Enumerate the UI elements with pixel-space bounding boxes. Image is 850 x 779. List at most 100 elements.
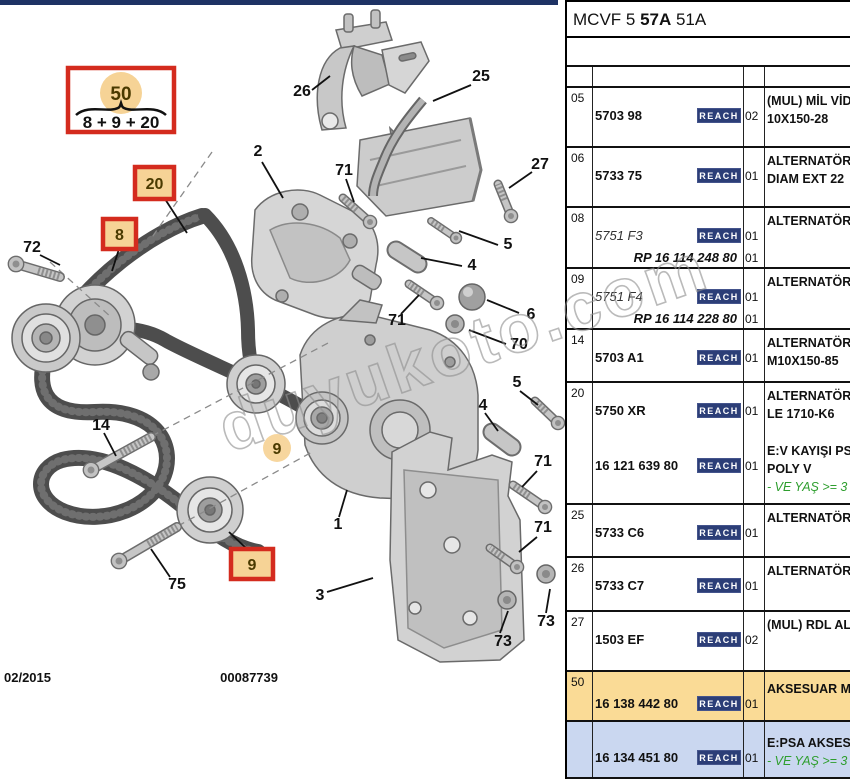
part-callout-27[interactable]: 27 <box>508 156 549 189</box>
part-description-line: DIAM EXT 22 <box>767 172 845 186</box>
part-description-line: ALTERNATÖR <box>767 511 850 525</box>
part-callout-25[interactable]: 25 <box>432 68 490 102</box>
part-callout-73[interactable]: 73 <box>494 610 512 650</box>
reach-badge[interactable]: REACH <box>697 228 741 243</box>
part-number[interactable]: 1503 EF <box>595 632 645 647</box>
reach-badge[interactable]: REACH <box>697 578 741 593</box>
exploded-diagram: 50 8 + 9 + 20 72226252771547167054717173… <box>7 9 566 663</box>
part-number[interactable]: 5733 C6 <box>595 525 645 540</box>
callout-label: 5 <box>513 374 522 391</box>
catalog-reference-title: MCVF 5 57A 51A <box>573 10 707 29</box>
part-description-line: POLY V <box>767 462 812 476</box>
bolt-71 <box>404 279 445 311</box>
reach-badge[interactable]: REACH <box>697 168 741 183</box>
reach-badge[interactable]: REACH <box>697 696 741 711</box>
part-callout-71[interactable]: 71 <box>521 453 552 488</box>
part-number[interactable]: 16 121 639 80 <box>595 458 679 473</box>
top-navy-bar <box>0 0 558 5</box>
reach-badge[interactable]: REACH <box>697 108 741 123</box>
row-ref-number: 50 <box>571 675 585 689</box>
part-callout-75[interactable]: 75 <box>150 548 186 593</box>
part-number[interactable]: 16 138 442 80 <box>595 696 679 711</box>
quantity: 01 <box>745 697 759 711</box>
bolt-14 <box>82 432 156 479</box>
reach-badge[interactable]: REACH <box>697 525 741 540</box>
part-callout-71[interactable]: 71 <box>518 519 552 553</box>
parts-table-row[interactable]: 25 5733 C6 REACH 01 ALTERNATÖR <box>567 505 850 558</box>
callout-label: 75 <box>168 576 186 593</box>
part-number[interactable]: RP 16 114 228 80 <box>633 311 737 326</box>
part-callout-4[interactable]: 4 <box>479 397 499 432</box>
part-number[interactable]: 5750 XR <box>595 403 646 418</box>
quantity: 01 <box>745 351 759 365</box>
highlighted-callout-8[interactable]: 8 <box>100 216 139 272</box>
part-number[interactable]: 16 134 451 80 <box>595 750 679 765</box>
reach-badge[interactable]: REACH <box>697 289 741 304</box>
nut-70 <box>445 314 465 334</box>
quantity: 01 <box>745 251 759 265</box>
highlighted-callout-9[interactable]: 9 <box>228 531 276 582</box>
part-callout-72[interactable]: 72 <box>23 239 61 266</box>
callout-label: 71 <box>335 162 353 179</box>
part-number[interactable]: RP 16 114 248 80 <box>633 250 737 265</box>
part-callout-26[interactable]: 26 <box>293 75 331 100</box>
reach-badge[interactable]: REACH <box>697 750 741 765</box>
callout-label: 71 <box>534 453 552 470</box>
part-callout-2[interactable]: 2 <box>254 143 284 199</box>
part-callout-14[interactable]: 14 <box>92 417 117 457</box>
axis-lines <box>49 151 331 527</box>
callout-label: 71 <box>534 519 552 536</box>
spacer-4 <box>386 240 428 274</box>
part-number[interactable]: 5703 A1 <box>595 350 644 365</box>
row-ref-number: 05 <box>571 91 585 105</box>
quantity: 01 <box>745 526 759 540</box>
reach-badge[interactable]: REACH <box>697 632 741 647</box>
part-callout-1[interactable]: 1 <box>334 489 348 533</box>
reach-badge[interactable]: REACH <box>697 350 741 365</box>
part-description-line: ALTERNATÖR <box>767 564 850 578</box>
callout-label: 9 <box>273 441 282 458</box>
plate-25 <box>356 96 483 217</box>
part-callout-3[interactable]: 3 <box>316 577 374 604</box>
part-callout-71[interactable]: 71 <box>335 162 355 203</box>
row-ref-number: 20 <box>571 386 585 400</box>
bracket-2 <box>250 189 382 319</box>
part-callout-71[interactable]: 71 <box>388 294 420 329</box>
part-callout-4[interactable]: 4 <box>420 257 477 274</box>
part-number[interactable]: 5733 C7 <box>595 578 645 593</box>
row-ref-number: 25 <box>571 508 585 522</box>
part-number[interactable]: 5751 F4 <box>595 289 643 304</box>
part-callout-73[interactable]: 73 <box>537 588 555 630</box>
quantity: 01 <box>745 290 759 304</box>
highlighted-callout-20[interactable]: 20 <box>132 164 188 234</box>
part-number[interactable]: 5733 75 <box>595 168 642 183</box>
part-description-line: E:V KAYIŞI PS <box>767 444 850 458</box>
part-number[interactable]: 5751 F3 <box>595 228 643 243</box>
part-number[interactable]: 5703 98 <box>595 108 642 123</box>
part-callout-5[interactable]: 5 <box>513 374 539 406</box>
reach-badge[interactable]: REACH <box>697 403 741 418</box>
part-description-line: ALTERNATÖR <box>767 154 850 168</box>
quantity: 01 <box>745 751 759 765</box>
stud-5 <box>427 217 463 245</box>
bolt-75 <box>110 522 182 570</box>
mounting-bracket-3 <box>389 431 525 663</box>
part-callout-5[interactable]: 5 <box>458 230 513 253</box>
tinted-callout-9[interactable]: 9 <box>263 434 291 462</box>
part-callout-70[interactable]: 70 <box>468 329 528 353</box>
bolt-71 <box>508 480 553 515</box>
legend-box-50[interactable]: 50 8 + 9 + 20 <box>65 65 177 135</box>
reach-badge[interactable]: REACH <box>697 458 741 473</box>
callout-label: 9 <box>248 557 257 574</box>
part-callout-6[interactable]: 6 <box>486 299 536 323</box>
